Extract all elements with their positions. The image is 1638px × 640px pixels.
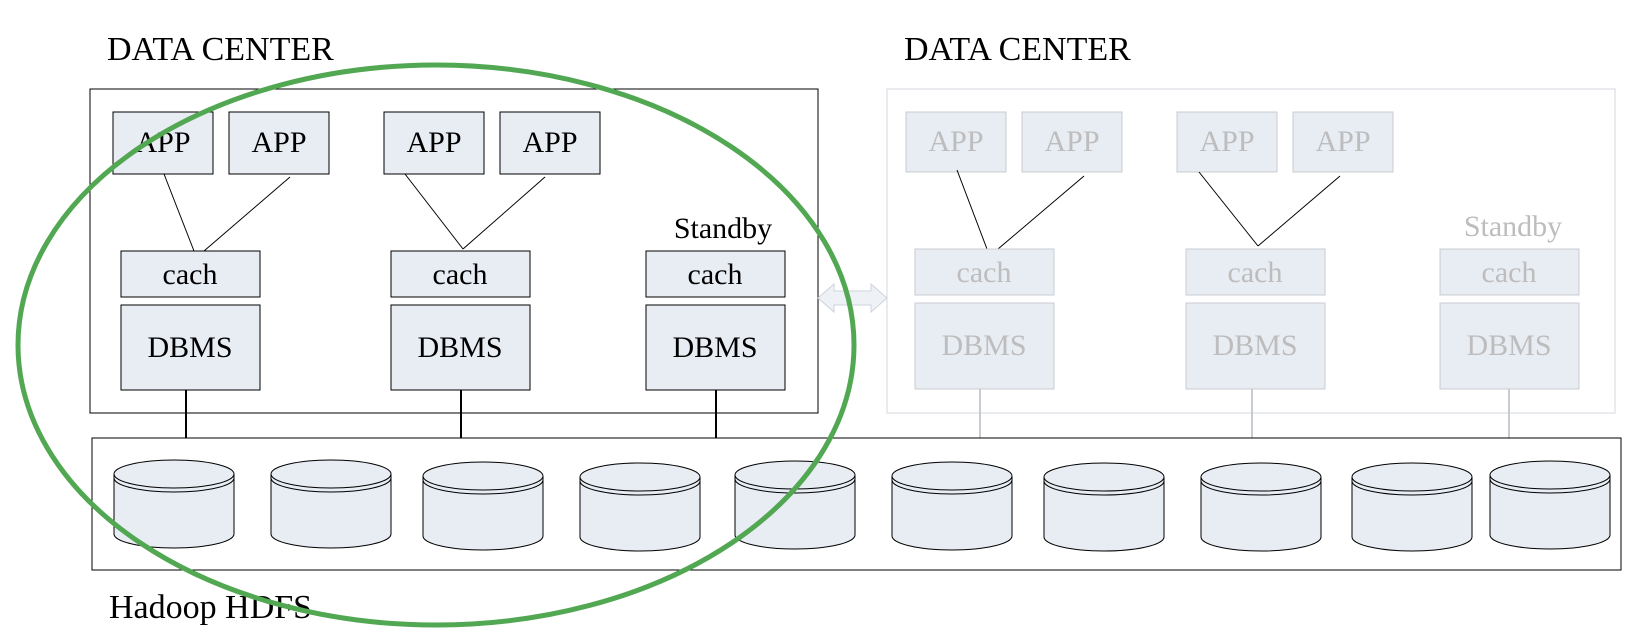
- right-app-box: [1292, 111, 1394, 173]
- left-cache-label: cach: [688, 258, 743, 291]
- hdfs-disk: [1043, 462, 1165, 552]
- right-app-box: [1176, 111, 1278, 173]
- left-app-label: APP: [406, 126, 461, 159]
- app-cache-link: [462, 176, 546, 250]
- left-dbms-label: DBMS: [147, 331, 232, 364]
- right-dbms-label: DBMS: [941, 329, 1026, 362]
- right-cache-label: cach: [957, 256, 1012, 289]
- hdfs-disk: [891, 461, 1013, 551]
- left-cache-box: [120, 250, 261, 298]
- right-cache-box: [1185, 248, 1326, 296]
- left-cache-label: cach: [433, 258, 488, 291]
- app-cache-link: [997, 175, 1085, 250]
- left-dbms-box: [645, 304, 786, 391]
- left-dbms-label: DBMS: [672, 331, 757, 364]
- app-cache-link: [404, 173, 464, 250]
- app-cache-link: [1257, 175, 1341, 247]
- hdfs-disk: [579, 462, 701, 552]
- right-app-label: APP: [1199, 125, 1254, 158]
- left-cache-box: [390, 250, 531, 298]
- hdfs-disk: [113, 459, 235, 549]
- hdfs-disk: [422, 461, 544, 551]
- hdfs-disk: [1200, 462, 1322, 552]
- highlight-ellipse: [15, 62, 857, 628]
- right-dbms-box: [914, 302, 1055, 390]
- left-standby-label: Standby: [674, 212, 772, 245]
- app-cache-link: [1198, 171, 1259, 247]
- right-dc-title: DATA CENTER: [904, 31, 1131, 68]
- right-dbms-label: DBMS: [1212, 329, 1297, 362]
- right-standby-label: Standby: [1464, 210, 1562, 243]
- left-dbms-box: [390, 304, 531, 391]
- right-dbms-box: [1185, 302, 1326, 390]
- right-app-box: [905, 111, 1007, 173]
- left-app-box: [383, 111, 485, 175]
- hdfs-label: Hadoop HDFS: [109, 589, 312, 626]
- right-app-label: APP: [928, 125, 983, 158]
- app-cache-link: [163, 173, 195, 252]
- right-cache-label: cach: [1482, 256, 1537, 289]
- left-dbms-label: DBMS: [417, 331, 502, 364]
- right-cache-label: cach: [1228, 256, 1283, 289]
- hdfs-disk: [734, 460, 856, 550]
- left-cache-box: [645, 250, 786, 298]
- right-cache-box: [1439, 248, 1580, 296]
- hdfs-disk: [270, 459, 392, 549]
- left-dc-frame: [89, 88, 819, 414]
- left-app-box: [499, 111, 601, 175]
- right-dbms-label: DBMS: [1466, 329, 1551, 362]
- left-dbms-box: [120, 304, 261, 391]
- right-cache-box: [914, 248, 1055, 296]
- right-app-label: APP: [1315, 125, 1370, 158]
- left-app-box: [112, 111, 214, 175]
- left-app-label: APP: [522, 126, 577, 159]
- left-cache-label: cach: [163, 258, 218, 291]
- app-cache-link: [956, 169, 988, 250]
- left-dc-title: DATA CENTER: [107, 31, 334, 68]
- right-app-label: APP: [1044, 125, 1099, 158]
- hdfs-disk: [1351, 462, 1473, 552]
- hdfs-disk: [1489, 460, 1611, 550]
- right-app-box: [1021, 111, 1123, 173]
- right-dbms-box: [1439, 302, 1580, 390]
- left-app-label: APP: [251, 126, 306, 159]
- app-cache-link: [203, 176, 291, 252]
- left-app-box: [228, 111, 330, 175]
